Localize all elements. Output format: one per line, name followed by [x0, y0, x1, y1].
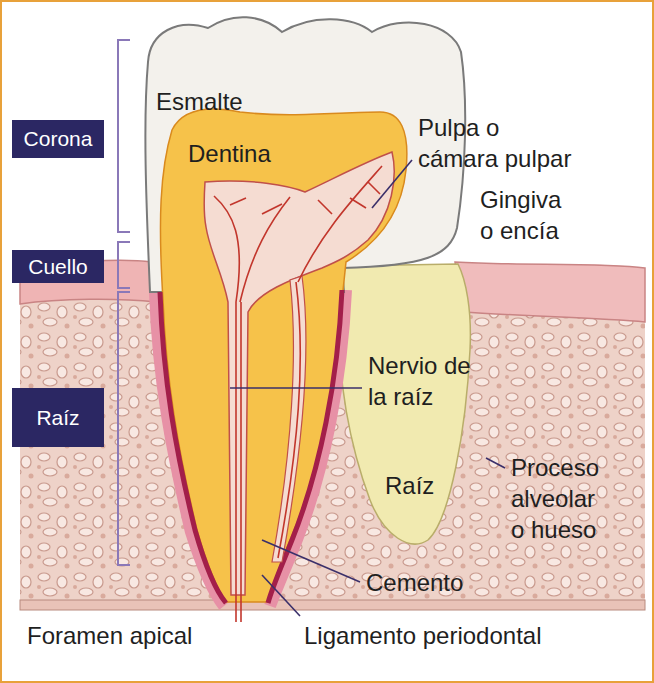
blood-vessels	[214, 166, 382, 622]
part-label: Foramen apical	[27, 620, 192, 651]
section-box: Raíz	[12, 388, 104, 447]
part-label: Dentina	[188, 138, 271, 169]
part-label: Ligamento periodontal	[304, 620, 542, 651]
part-label: Raíz	[385, 470, 434, 501]
part-label: Cemento	[366, 567, 463, 598]
pulp-chamber	[204, 152, 394, 595]
section-box: Cuello	[12, 250, 104, 283]
section-box: Corona	[12, 120, 104, 158]
part-label: Proceso alveolar o hueso	[511, 452, 611, 545]
part-label: Pulpa o cámara pulpar	[418, 112, 578, 174]
part-label: Nervio de la raíz	[368, 350, 472, 412]
root-canal	[272, 276, 306, 562]
section-label: Cuello	[28, 255, 88, 279]
leader-line	[230, 160, 505, 616]
bracket	[118, 40, 130, 565]
gum-right	[455, 262, 645, 322]
cementum	[160, 292, 226, 603]
section-label: Corona	[24, 127, 93, 151]
part-label: Gingiva o encía	[480, 184, 578, 246]
bone-base	[20, 600, 645, 610]
section-label: Raíz	[36, 406, 79, 430]
part-label: Esmalte	[156, 86, 243, 117]
